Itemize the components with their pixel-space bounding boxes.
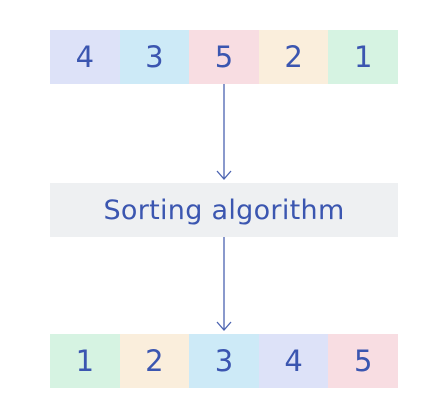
input-cell: 5: [189, 30, 259, 84]
input-cell: 4: [50, 30, 120, 84]
output-cell: 2: [119, 334, 190, 388]
arrow-input-to-algorithm: [216, 84, 232, 180]
input-cell: 2: [258, 30, 329, 84]
input-array: 4 3 5 2 1: [50, 30, 398, 84]
output-cell: 3: [189, 334, 259, 388]
sorting-algorithm-box: Sorting algorithm: [50, 183, 398, 237]
output-cell: 5: [328, 334, 398, 388]
output-cell: 4: [258, 334, 329, 388]
arrow-algorithm-to-output: [216, 237, 232, 331]
output-array: 1 2 3 4 5: [50, 334, 398, 388]
input-cell: 1: [328, 30, 398, 84]
input-cell: 3: [119, 30, 190, 84]
output-cell: 1: [50, 334, 120, 388]
